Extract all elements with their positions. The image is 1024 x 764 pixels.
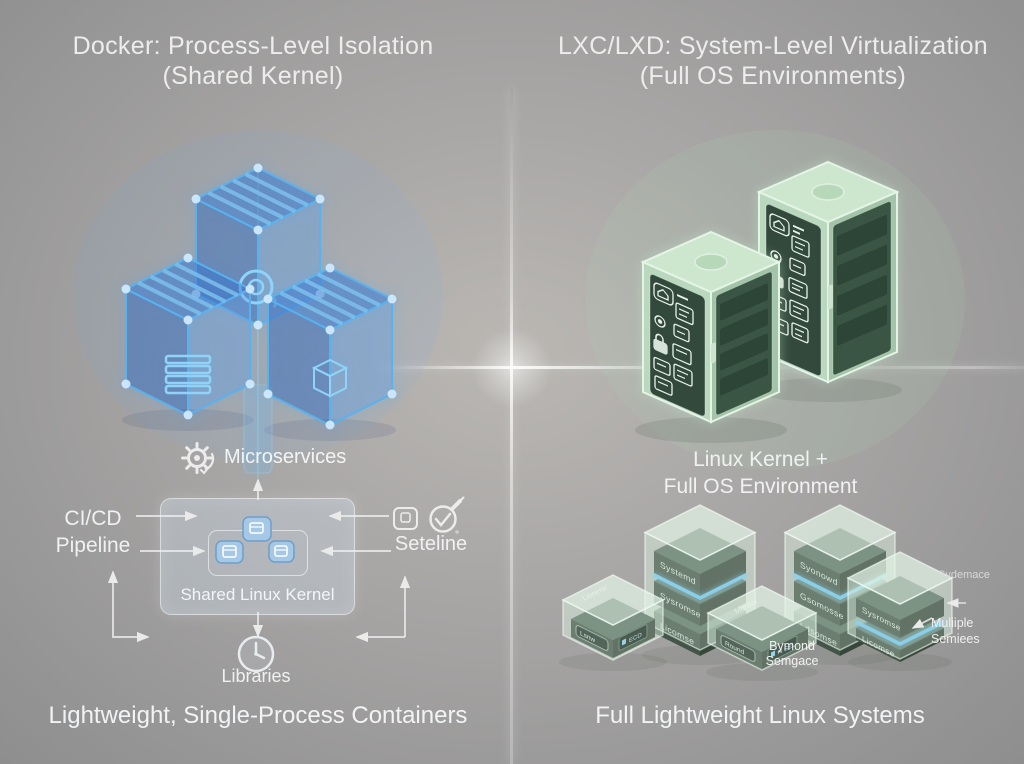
- stack-flat-center: Round N SEL Monitor: [706, 585, 818, 671]
- left-caption: Lightweight, Single-Process Containers: [48, 702, 468, 729]
- tower-door-panel: [828, 201, 892, 376]
- cicd-line1: CI/CD: [64, 507, 122, 530]
- right-caption: Full Lightweight Linux Systems: [595, 702, 925, 729]
- shadow: [122, 409, 254, 431]
- annotation-multiple-services: Muliiple Semiees: [931, 615, 1021, 647]
- linux-kernel-label: Linux Kernel + Full OS Environment: [608, 446, 913, 500]
- stacked-layers-icon: [164, 354, 212, 395]
- left-panel-title: Docker: Process-Level Isolation (Shared …: [38, 31, 468, 91]
- left-title-line2: (Shared Kernel): [162, 62, 344, 90]
- side-screen: ECD: [618, 624, 648, 651]
- annotation-line: Bymond: [769, 639, 815, 653]
- container-icon-top: [242, 516, 272, 542]
- cicd-pipeline-label: CI/CD Pipeline: [38, 505, 148, 559]
- libraries-label: Libraries: [221, 666, 291, 686]
- rkernel-line2: Full OS Environment: [663, 475, 858, 498]
- divider-glow: [472, 328, 552, 408]
- tower-icon-panel: [649, 273, 706, 417]
- right-title-line2: (Full OS Environments): [639, 62, 907, 90]
- door-handle: [828, 284, 833, 310]
- stack-medium-right: Sysromse Licomse: [846, 551, 954, 662]
- blue-accent-band: [653, 573, 747, 600]
- tower-top-vent: [694, 253, 728, 271]
- annotation-line: Semgace: [765, 654, 819, 668]
- center-divider-vertical: [510, 88, 513, 764]
- left-title-line1: Docker: Process-Level Isolation: [72, 32, 434, 60]
- flow-arrows: [107, 478, 411, 643]
- small-box-icon: [311, 358, 349, 398]
- rkernel-line1: Linux Kernel +: [693, 448, 828, 471]
- microservices-label: Microservices: [224, 446, 347, 468]
- annotation-line: Semiees: [931, 632, 980, 646]
- shadow: [754, 378, 902, 402]
- shadow: [264, 419, 396, 441]
- package-badge-icon: [393, 507, 418, 530]
- tower-door-panel: [711, 271, 773, 416]
- door-handle: [711, 342, 716, 364]
- corner-dots: [191, 163, 325, 330]
- center-hub: [243, 384, 273, 474]
- clock-icon: [237, 635, 275, 673]
- docker-cube-right: [263, 263, 397, 430]
- tower-top-vent: [811, 183, 845, 201]
- kernel-box-label: Shared Linux Kernel: [180, 585, 335, 604]
- docker-cube-cluster: [121, 163, 397, 478]
- seteline-label: Seteline: [394, 533, 468, 555]
- shadow: [635, 417, 787, 443]
- docker-cube-left: [121, 253, 255, 420]
- shadow: [559, 653, 667, 671]
- lxc-tower-front: [640, 230, 782, 424]
- annotation-behind-service: Bymond Semgace: [742, 639, 842, 669]
- annotation-arrows: [911, 598, 966, 629]
- kernel-container-icons: [215, 516, 295, 564]
- check-pen-icon: [429, 496, 465, 534]
- container-icon-right: [268, 540, 295, 563]
- stack-flat-left: Lsnw ECD Lionerw: [561, 574, 665, 661]
- right-title-line1: LXC/LXD: System-Level Virtualization: [558, 32, 988, 60]
- connector-bottom-left: [112, 586, 150, 643]
- shadow: [706, 663, 818, 681]
- corner-dots: [121, 253, 255, 420]
- annotation-line: Muliiple: [931, 616, 974, 630]
- annotation-sydemace: Sydemace: [938, 569, 990, 581]
- gear-icon: [181, 442, 215, 475]
- corner-dots: [263, 263, 397, 430]
- right-panel-title: LXC/LXD: System-Level Virtualization (Fu…: [553, 31, 993, 91]
- container-icon-left: [215, 540, 244, 564]
- cicd-line2: Pipeline: [55, 534, 131, 557]
- blue-accent-band: [855, 620, 945, 646]
